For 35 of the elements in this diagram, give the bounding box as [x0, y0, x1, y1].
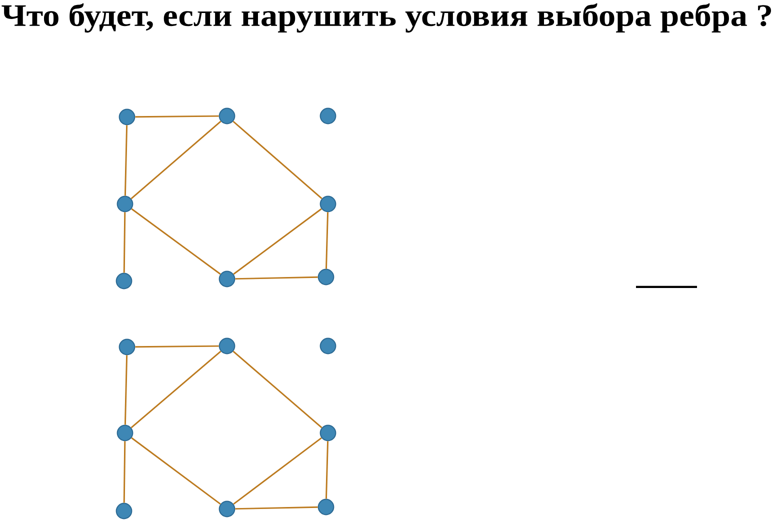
graph-edge	[233, 208, 322, 275]
graph-edge	[233, 437, 322, 505]
graph-vertex	[218, 338, 236, 354]
graph-edge	[235, 506, 318, 510]
graph-edge	[123, 212, 126, 273]
graph-vertex	[116, 196, 134, 212]
graph-vertex	[320, 338, 336, 354]
graph-edge	[131, 437, 221, 505]
graph-vertex	[218, 108, 236, 124]
graph-vertex	[118, 338, 136, 356]
graph-edge	[130, 120, 222, 200]
title: Что будет, если нарушить условия выбора ребра ?	[2, 3, 772, 33]
graph-edge	[124, 355, 128, 425]
graph-edge	[326, 212, 329, 269]
graph-vertex	[116, 502, 132, 520]
graph-edge	[131, 208, 221, 275]
graph-vertex	[318, 498, 334, 516]
graph-vertex	[218, 500, 236, 518]
graph-edge	[232, 120, 322, 200]
graph-vertex	[116, 272, 132, 290]
graph-edge	[123, 441, 126, 503]
graph-vertex	[218, 270, 236, 288]
graph-vertex	[320, 108, 336, 124]
graph-edge	[135, 345, 219, 348]
graph-vertex	[118, 108, 136, 126]
graph-edge	[235, 276, 318, 280]
graph-edge	[326, 441, 329, 499]
graph-edge	[135, 115, 219, 118]
graph-edge	[232, 350, 322, 428]
graph-vertex	[318, 268, 334, 286]
graph-vertex	[320, 424, 336, 442]
graph-vertex	[116, 424, 134, 442]
graph-vertex	[320, 196, 336, 212]
graph-edge	[124, 125, 128, 196]
graph-edge	[130, 350, 222, 428]
